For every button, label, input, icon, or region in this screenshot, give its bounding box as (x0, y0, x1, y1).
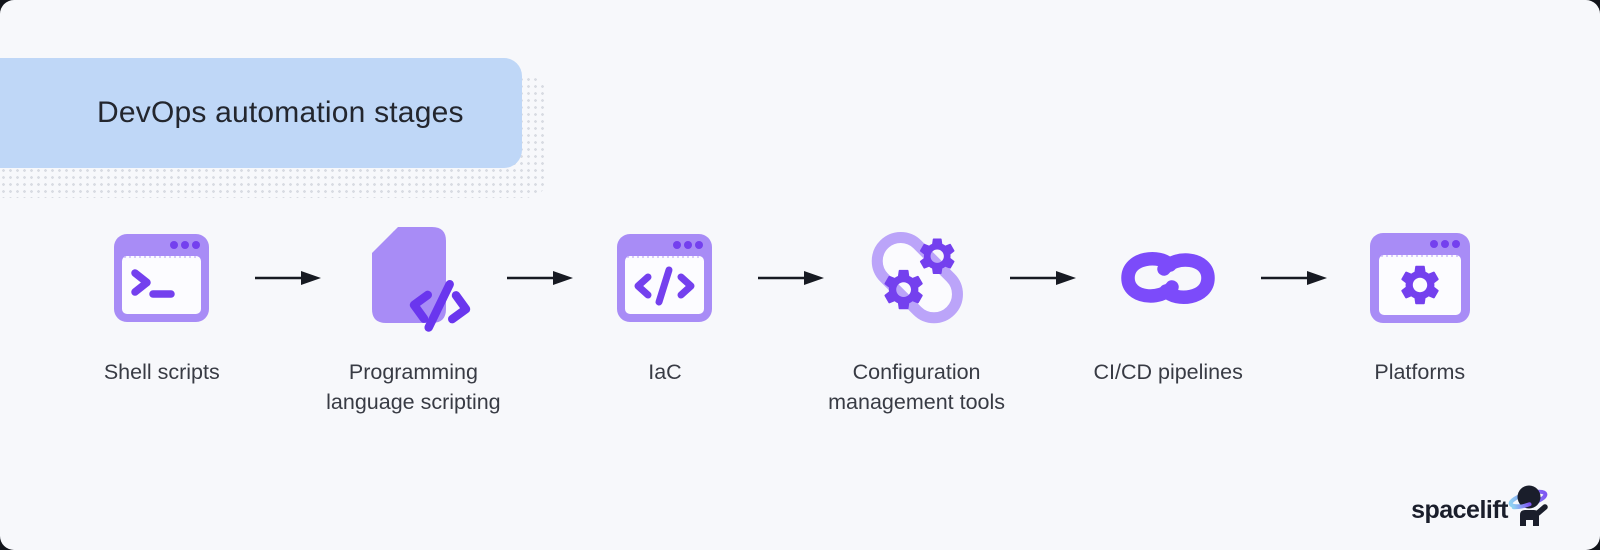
arrow-icon (758, 271, 824, 285)
gear-window-icon (1369, 225, 1470, 331)
stage-label: Platforms (1374, 360, 1466, 384)
infinity-icon (1120, 225, 1216, 331)
code-window-icon (617, 225, 713, 331)
stage-label: CI/CD pipelines (1093, 360, 1243, 384)
stage-platforms: Platforms (1294, 225, 1546, 417)
code-file-icon (358, 225, 471, 332)
stage-iac: IaC (539, 225, 791, 417)
stage-label: Shell scripts (103, 360, 220, 384)
spacelift-wordmark: spacelift (1411, 496, 1508, 524)
stage-label: IaC (648, 360, 682, 384)
stage-programming: Programming language scripting (288, 225, 540, 417)
stage-label: Configuration management tools (828, 360, 1006, 414)
gears-capsule-icon (865, 225, 969, 331)
arrow-icon (507, 271, 573, 285)
terminal-window-icon (114, 225, 210, 331)
arrow-icon (1010, 271, 1076, 285)
stage-cicd: CI/CD pipelines (1042, 225, 1294, 417)
stage-config-mgmt: Configuration management tools (791, 225, 1043, 417)
page-title: DevOps automation stages (97, 96, 464, 129)
arrow-icon (1261, 271, 1327, 285)
spacelift-logo: spacelift (1411, 482, 1550, 528)
spacelift-astronaut-icon (1508, 485, 1548, 526)
stage-label: Programming language scripting (326, 360, 501, 414)
arrow-icon (255, 271, 321, 285)
stage-shell-scripts: Shell scripts (36, 225, 288, 417)
title-banner: DevOps automation stages (0, 58, 522, 168)
stage-flow: Shell scripts Programming language scrip… (36, 225, 1546, 417)
